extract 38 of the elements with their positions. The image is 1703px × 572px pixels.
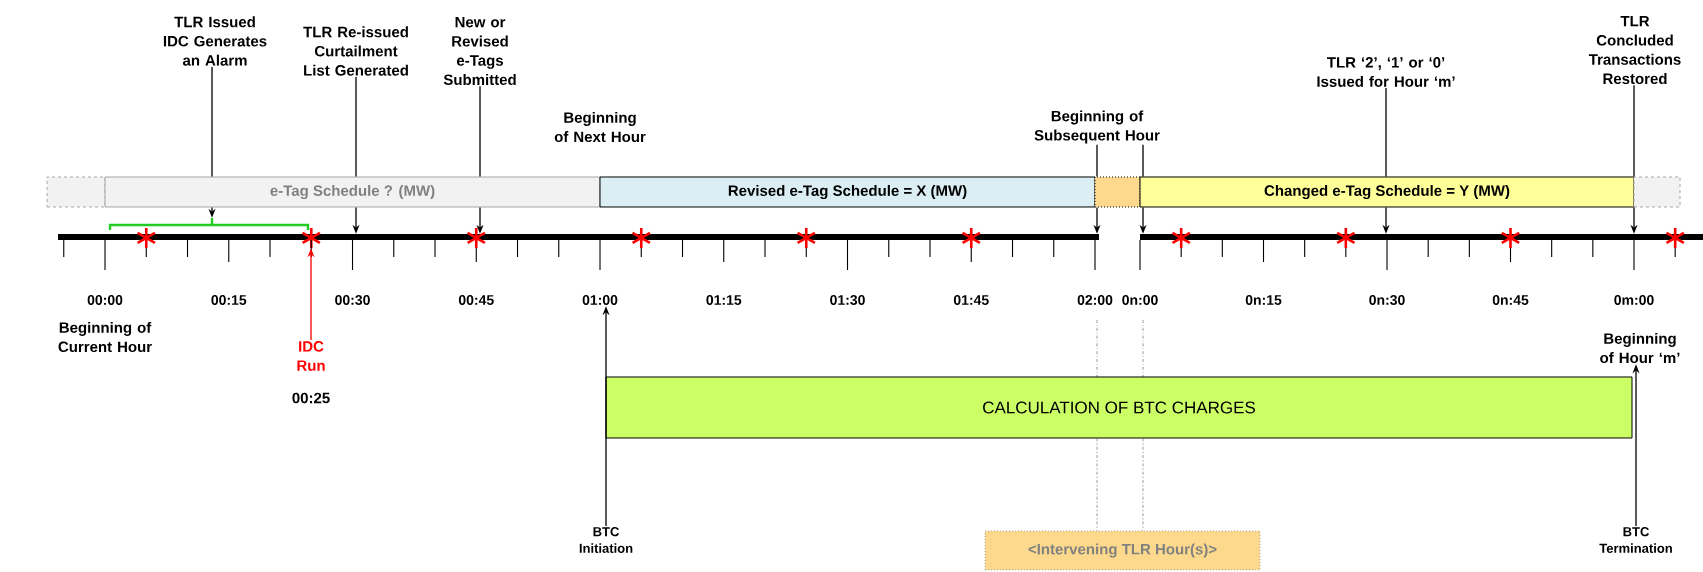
- calculation-bar: CALCULATION OF BTC CHARGES: [605, 376, 1633, 439]
- time-label: 0n:15: [1245, 295, 1282, 305]
- time-label: 00:15: [211, 295, 247, 305]
- guide-line: [1096, 438, 1098, 531]
- event-label: Beginning of Hour ‘m’: [1600, 332, 1680, 364]
- time-label: 01:30: [830, 295, 865, 305]
- time-label: 0n:45: [1492, 295, 1529, 305]
- time-note: Beginning of Current Hour: [58, 321, 152, 353]
- time-note: Beginning of Next Hour: [554, 111, 646, 143]
- guide-line: [1142, 438, 1144, 531]
- schedule-bar: [1094, 176, 1141, 208]
- note-box: <Intervening TLR Hour(s)>: [984, 530, 1261, 571]
- asterisk-mark: [301, 226, 322, 250]
- time-label: 01:15: [706, 295, 742, 305]
- time-label: 02:00: [1077, 295, 1113, 305]
- schedule-bar: [46, 176, 106, 208]
- time-label: 00:25: [292, 392, 330, 404]
- bracket: [108, 216, 310, 232]
- time-label: 00:30: [335, 295, 370, 305]
- time-label: 01:45: [953, 295, 989, 305]
- time-label: 0n:30: [1369, 295, 1405, 305]
- event-label: TLR Concluded Transactions Restored: [1588, 15, 1681, 84]
- run-label: IDC Run: [297, 341, 325, 371]
- event-label: Beginning of Subsequent Hour: [1034, 110, 1160, 144]
- time-label: 00:45: [458, 295, 494, 305]
- schedule-bar: Changed e-Tag Schedule = Y (MW): [1139, 176, 1635, 208]
- time-label: 0m:00: [1614, 295, 1654, 305]
- time-label: 00:00: [87, 295, 123, 305]
- event-label: BTC Termination: [1599, 527, 1672, 553]
- event-label: TLR Re-issued Curtailment List Generated: [303, 26, 408, 76]
- event-label: BTC Initiation: [579, 527, 633, 553]
- schedule-bar: [1633, 176, 1681, 208]
- event-label: TLR Issued IDC Generates an Alarm: [163, 16, 267, 66]
- time-label: 0n:00: [1122, 295, 1158, 305]
- time-label: 01:00: [582, 295, 618, 305]
- schedule-bar: Revised e-Tag Schedule = X (MW): [599, 176, 1096, 208]
- event-label: TLR ‘2’, ‘1’ or ‘0’ Issued for Hour ‘m’: [1317, 57, 1455, 87]
- event-label: New or Revised e-Tags Submitted: [443, 16, 516, 85]
